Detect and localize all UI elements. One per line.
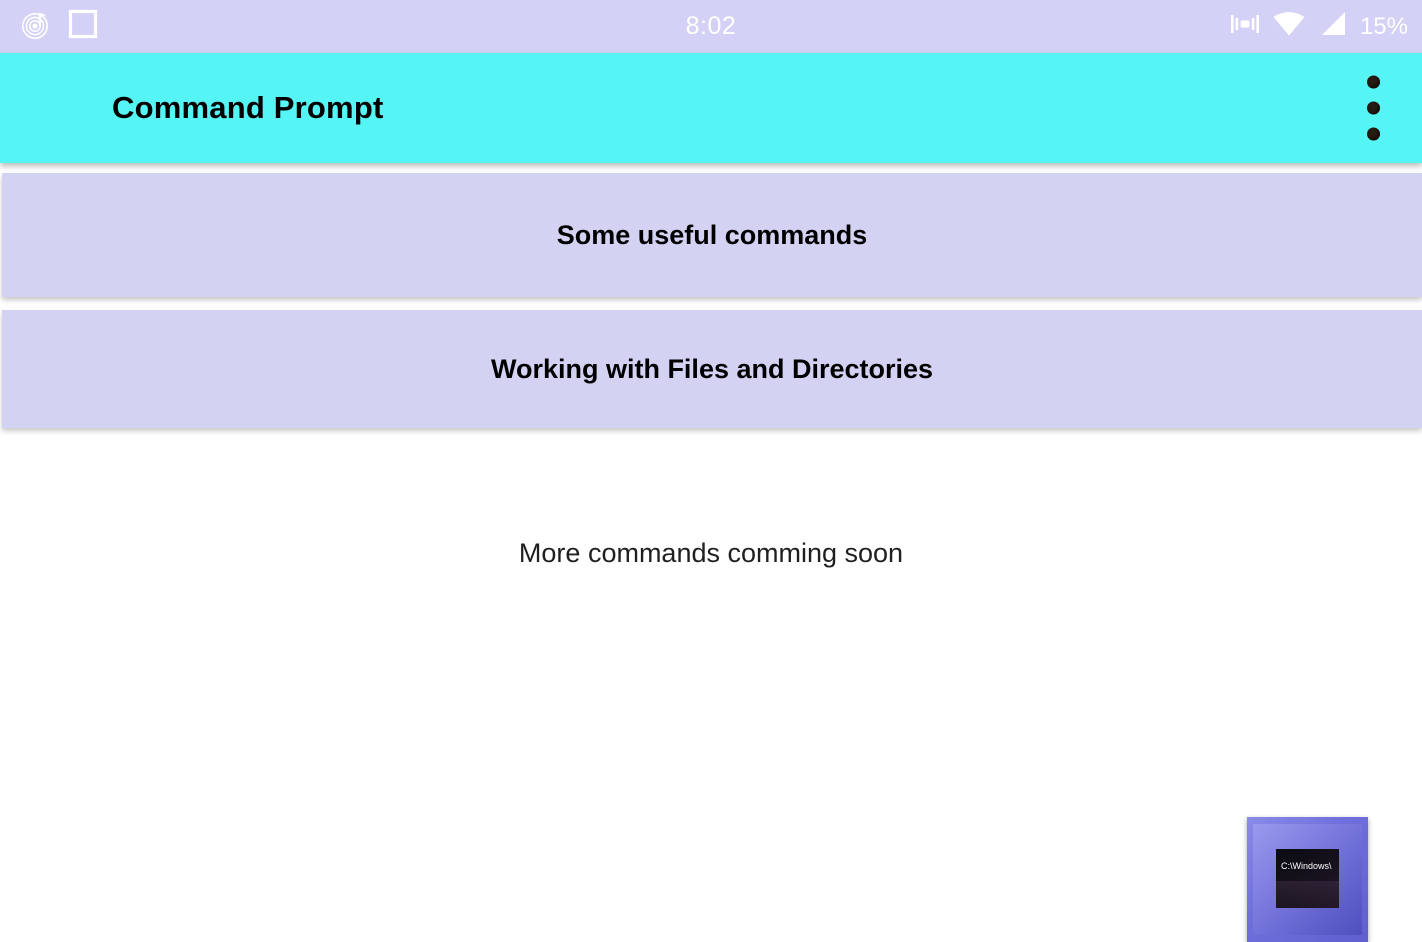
app-bar: Command Prompt xyxy=(0,53,1422,163)
cmd-icon-frame: C:\Windows\ xyxy=(1247,817,1368,942)
cmd-icon-screen: C:\Windows\ xyxy=(1276,849,1339,908)
status-bar-left-icons xyxy=(0,8,98,45)
page-title: Command Prompt xyxy=(112,90,384,125)
cmd-icon-bevel: C:\Windows\ xyxy=(1253,824,1362,935)
overflow-dot xyxy=(1367,101,1380,115)
command-prompt-icon: C:\Windows\ xyxy=(1247,817,1368,942)
battery-percentage: 15% xyxy=(1359,12,1408,40)
cellular-signal-icon xyxy=(1318,10,1348,43)
square-outline-icon xyxy=(68,9,98,44)
music-note-vinyl-icon xyxy=(20,8,52,45)
status-bar-center: 8:02 xyxy=(0,0,1422,53)
menu-card-working-with-files-and-directories[interactable]: Working with Files and Directories xyxy=(2,310,1422,428)
vibrate-icon xyxy=(1230,11,1260,42)
menu-card-some-useful-commands[interactable]: Some useful commands xyxy=(2,173,1422,297)
overflow-menu-icon[interactable] xyxy=(1367,75,1380,141)
overflow-dot xyxy=(1367,75,1380,89)
status-bar-clock: 8:02 xyxy=(685,12,737,40)
menu-card-label: Some useful commands xyxy=(556,219,868,250)
main-content: Some useful commands Working with Files … xyxy=(0,163,1422,942)
cmd-icon-screen-text: C:\Windows\ xyxy=(1281,861,1332,871)
wifi-icon xyxy=(1272,10,1306,43)
status-bar-right-icons: 15% xyxy=(1230,0,1408,53)
menu-card-label: Working with Files and Directories xyxy=(490,353,934,384)
footer-note: More commands comming soon xyxy=(518,538,904,568)
overflow-dot xyxy=(1367,127,1380,141)
status-bar: 8:02 15% xyxy=(0,0,1422,53)
